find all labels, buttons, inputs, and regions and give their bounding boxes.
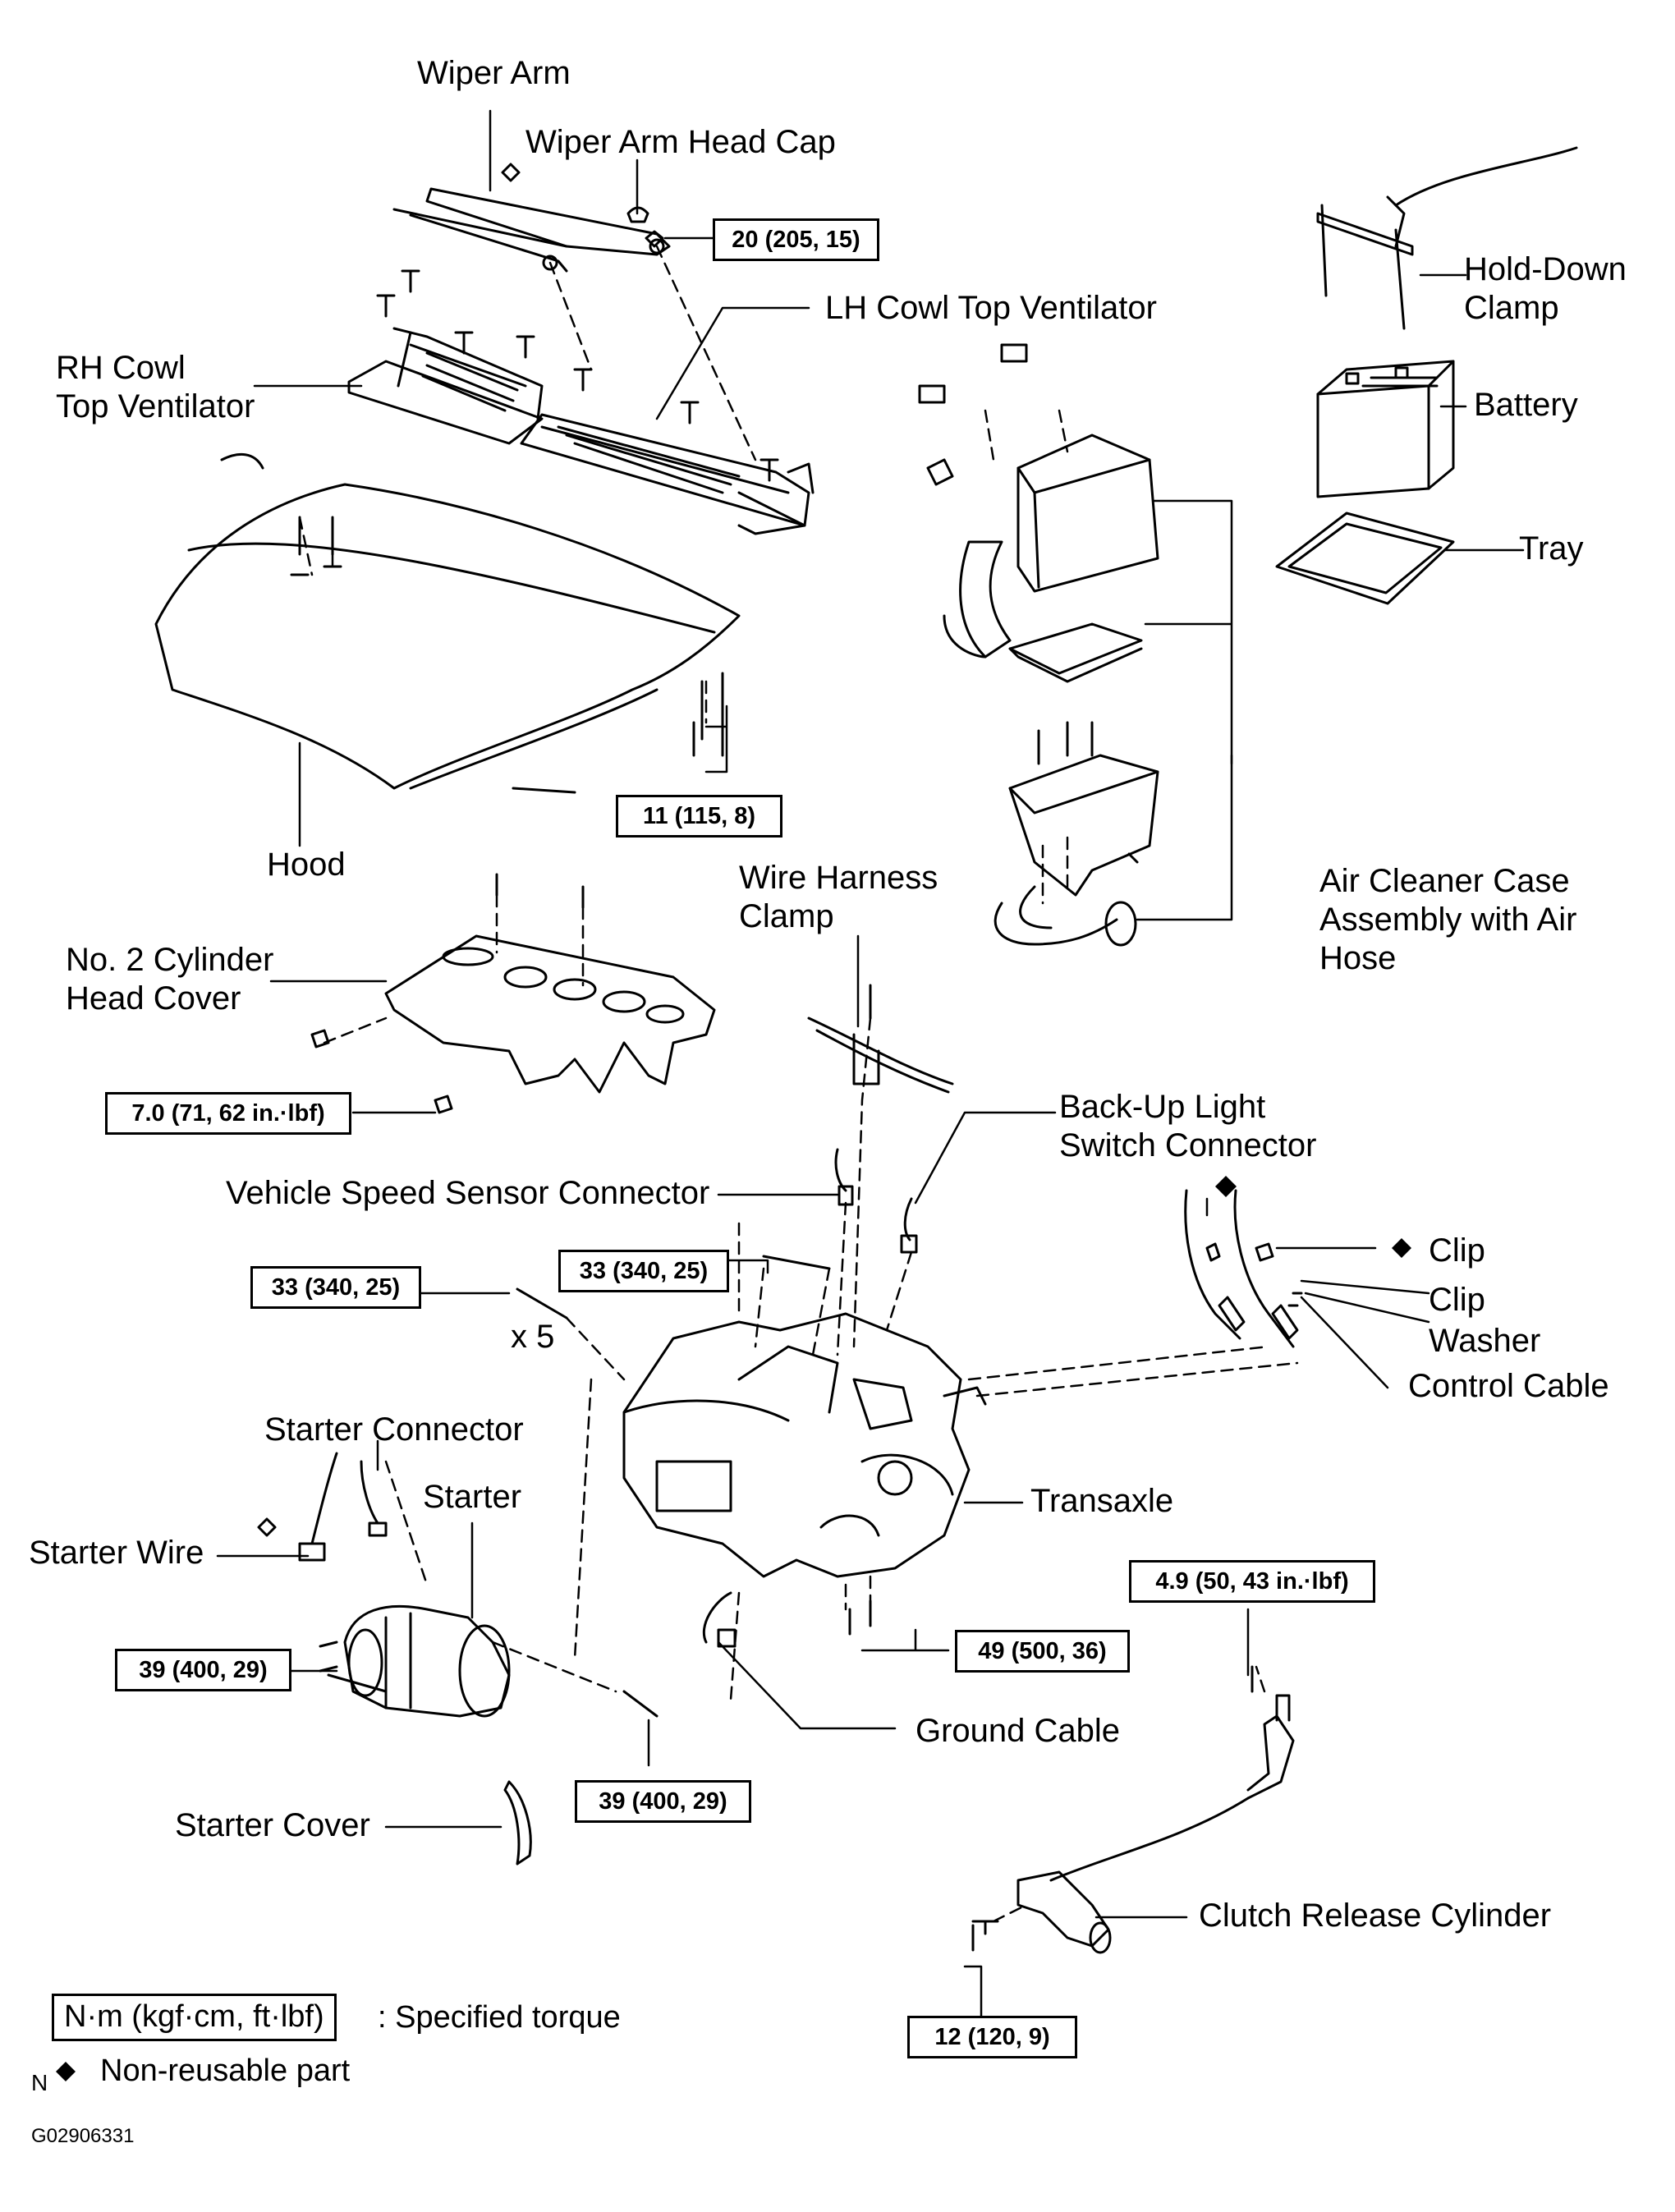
- air-filter-drawing: [1008, 622, 1143, 683]
- label-air-cleaner-case: Air Cleaner Case Assembly with Air Hose: [1319, 862, 1576, 978]
- nonreusable-markers: [56, 1176, 1411, 2081]
- head-cover-line-1: No. 2 Cylinder: [66, 942, 274, 978]
- label-transaxle: Transaxle: [1030, 1483, 1174, 1519]
- figure-code: G02906331: [31, 2125, 135, 2147]
- backup-line-1: Back-Up Light: [1059, 1089, 1266, 1125]
- clutch-release-drawing: [971, 1694, 1295, 1954]
- hood-drawing: [154, 452, 741, 790]
- label-washer: Washer: [1429, 1323, 1541, 1359]
- torque-transaxle-bottom: 49 (500, 36): [955, 1630, 1130, 1673]
- label-hood: Hood: [267, 847, 346, 883]
- label-tray: Tray: [1519, 530, 1584, 567]
- label-wiper-arm-head-cap: Wiper Arm Head Cap: [525, 124, 836, 160]
- label-vehicle-speed-sensor-connector: Vehicle Speed Sensor Connector: [226, 1175, 710, 1211]
- starter-drawing: [319, 1604, 511, 1718]
- torque-clutch-line: 4.9 (50, 43 in.·lbf): [1129, 1560, 1375, 1603]
- label-no2-cylinder-head-cover: No. 2 Cylinder Head Cover: [66, 941, 273, 1018]
- label-hold-down-clamp: Hold-Down Clamp: [1464, 250, 1627, 328]
- hold-down-clamp-drawing: [1316, 146, 1578, 330]
- cylinder-head-cover-drawing: [310, 873, 716, 1114]
- torque-clutch-cylinder: 12 (120, 9): [907, 2016, 1077, 2058]
- leader-lines: [216, 109, 1525, 2030]
- backup-connector-drawing: [900, 1197, 918, 1254]
- wiper-head-cap-drawing: [626, 206, 664, 248]
- cowl-screws: [376, 269, 779, 482]
- torque-starter-right: 39 (400, 29): [575, 1780, 751, 1823]
- starter-cover-drawing: [503, 1780, 532, 1866]
- label-starter-cover: Starter Cover: [175, 1807, 370, 1843]
- label-backup-light-switch-connector: Back-Up Light Switch Connector: [1059, 1088, 1316, 1165]
- label-clutch-release-cylinder: Clutch Release Cylinder: [1199, 1898, 1552, 1934]
- air-cleaner-line-1: Air Cleaner Case: [1319, 863, 1570, 899]
- torque-transaxle-left: 33 (340, 25): [250, 1266, 421, 1309]
- torque-head-cover: 7.0 (71, 62 in.·lbf): [105, 1092, 351, 1135]
- label-clip-1: Clip: [1429, 1232, 1485, 1269]
- ground-cable-drawing: [702, 1591, 737, 1648]
- label-wire-harness-clamp: Wire Harness Clamp: [739, 859, 938, 936]
- label-lh-cowl-top-ventilator: LH Cowl Top Ventilator: [825, 290, 1157, 326]
- torque-transaxle-top: 33 (340, 25): [558, 1250, 729, 1292]
- guide-lines: [298, 245, 1299, 1923]
- backup-line-2: Switch Connector: [1059, 1127, 1317, 1163]
- air-cleaner-top-drawing: [918, 343, 1159, 659]
- transaxle-drawing: [622, 1312, 987, 1578]
- label-clip-2: Clip: [1429, 1282, 1485, 1318]
- battery-drawing: [1316, 360, 1455, 498]
- wire-harness-line-2: Clamp: [739, 898, 834, 934]
- rh-cowl-line-2: Top Ventilator: [56, 388, 255, 425]
- hold-down-line-1: Hold-Down: [1464, 251, 1627, 287]
- legend-torque-text: : Specified torque: [378, 2000, 621, 2035]
- label-x5: x 5: [511, 1319, 555, 1355]
- legend-torque-box: N·m (kgf·cm, ft·lbf): [52, 1994, 337, 2041]
- starter-wire-drawing: [257, 1452, 338, 1562]
- hold-down-line-2: Clamp: [1464, 290, 1559, 326]
- head-cover-line-2: Head Cover: [66, 980, 241, 1017]
- torque-wiper: 20 (205, 15): [713, 218, 879, 261]
- torque-starter-left: 39 (400, 29): [115, 1649, 291, 1691]
- torque-hood: 11 (115, 8): [616, 795, 782, 838]
- air-cleaner-case-drawing: [994, 721, 1159, 947]
- bolts: [327, 787, 1254, 1952]
- wire-harness-line-1: Wire Harness: [739, 860, 938, 896]
- label-ground-cable: Ground Cable: [916, 1713, 1121, 1749]
- label-battery: Battery: [1474, 387, 1578, 423]
- wire-harness-drawing: [807, 984, 954, 1094]
- wiper-arm-drawing: [392, 163, 671, 273]
- lh-cowl-drawing: [520, 413, 815, 535]
- rh-cowl-drawing: [347, 327, 544, 445]
- vss-connector-drawing: [834, 1148, 854, 1206]
- air-cleaner-line-2: Assembly with Air: [1319, 902, 1577, 938]
- label-starter: Starter: [423, 1479, 522, 1515]
- label-control-cable: Control Cable: [1408, 1368, 1609, 1404]
- legend-n-mark: N: [31, 2070, 48, 2095]
- label-starter-connector: Starter Connector: [264, 1411, 524, 1448]
- tray-drawing: [1275, 512, 1455, 605]
- label-rh-cowl-top-ventilator: RH Cowl Top Ventilator: [56, 349, 255, 426]
- air-cleaner-line-3: Hose: [1319, 940, 1397, 976]
- label-starter-wire: Starter Wire: [29, 1535, 204, 1571]
- starter-connector-drawing: [360, 1460, 388, 1537]
- legend-nonreusable-text: Non-reusable part: [100, 2054, 351, 2088]
- control-cable-drawing: [1184, 1189, 1303, 1348]
- label-wiper-arm: Wiper Arm: [417, 55, 571, 91]
- rh-cowl-line-1: RH Cowl: [56, 350, 186, 386]
